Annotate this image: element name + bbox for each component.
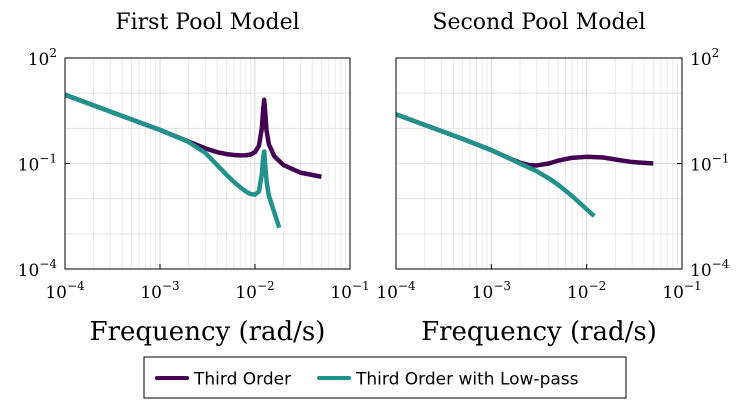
y-tick-label: 10−4 (690, 257, 730, 281)
x-axis-label: Frequency (rad/s) (90, 317, 326, 347)
legend-label-third-order: Third Order (193, 370, 291, 390)
chart-title: First Pool Model (115, 10, 299, 35)
x-tick-label: 10−1 (330, 279, 369, 303)
legend-box (143, 356, 627, 399)
y-tick-label: 10−4 (18, 257, 58, 281)
x-tick-label: 10−2 (567, 279, 606, 303)
x-tick-label: 10−4 (376, 279, 416, 303)
series-line-low-pass (65, 92, 282, 229)
x-tick-label: 10−3 (472, 279, 511, 303)
x-tick-label: 10−4 (45, 279, 85, 303)
legend: Third Order Third Order with Low-pass (143, 356, 627, 399)
y-tick-label: 102 (28, 46, 57, 70)
chart-title: Second Pool Model (432, 10, 645, 35)
legend-label-low-pass: Third Order with Low-pass (355, 370, 579, 390)
y-tick-label: 10−1 (18, 152, 57, 176)
x-tick-label: 10−3 (140, 279, 179, 303)
series-line-third-order (396, 112, 654, 168)
x-tick-label: 10−2 (235, 279, 274, 303)
series-line-low-pass (396, 112, 596, 218)
chart-panel-1: 10−4 10−3 10−2 10−1 10−4 10−1 102 First Pool Mo… (18, 10, 370, 347)
y-tick-label: 102 (690, 46, 719, 70)
x-tick-label: 10−1 (662, 279, 701, 303)
y-tick-label: 10−1 (690, 152, 729, 176)
x-axis-label: Frequency (rad/s) (421, 317, 657, 347)
